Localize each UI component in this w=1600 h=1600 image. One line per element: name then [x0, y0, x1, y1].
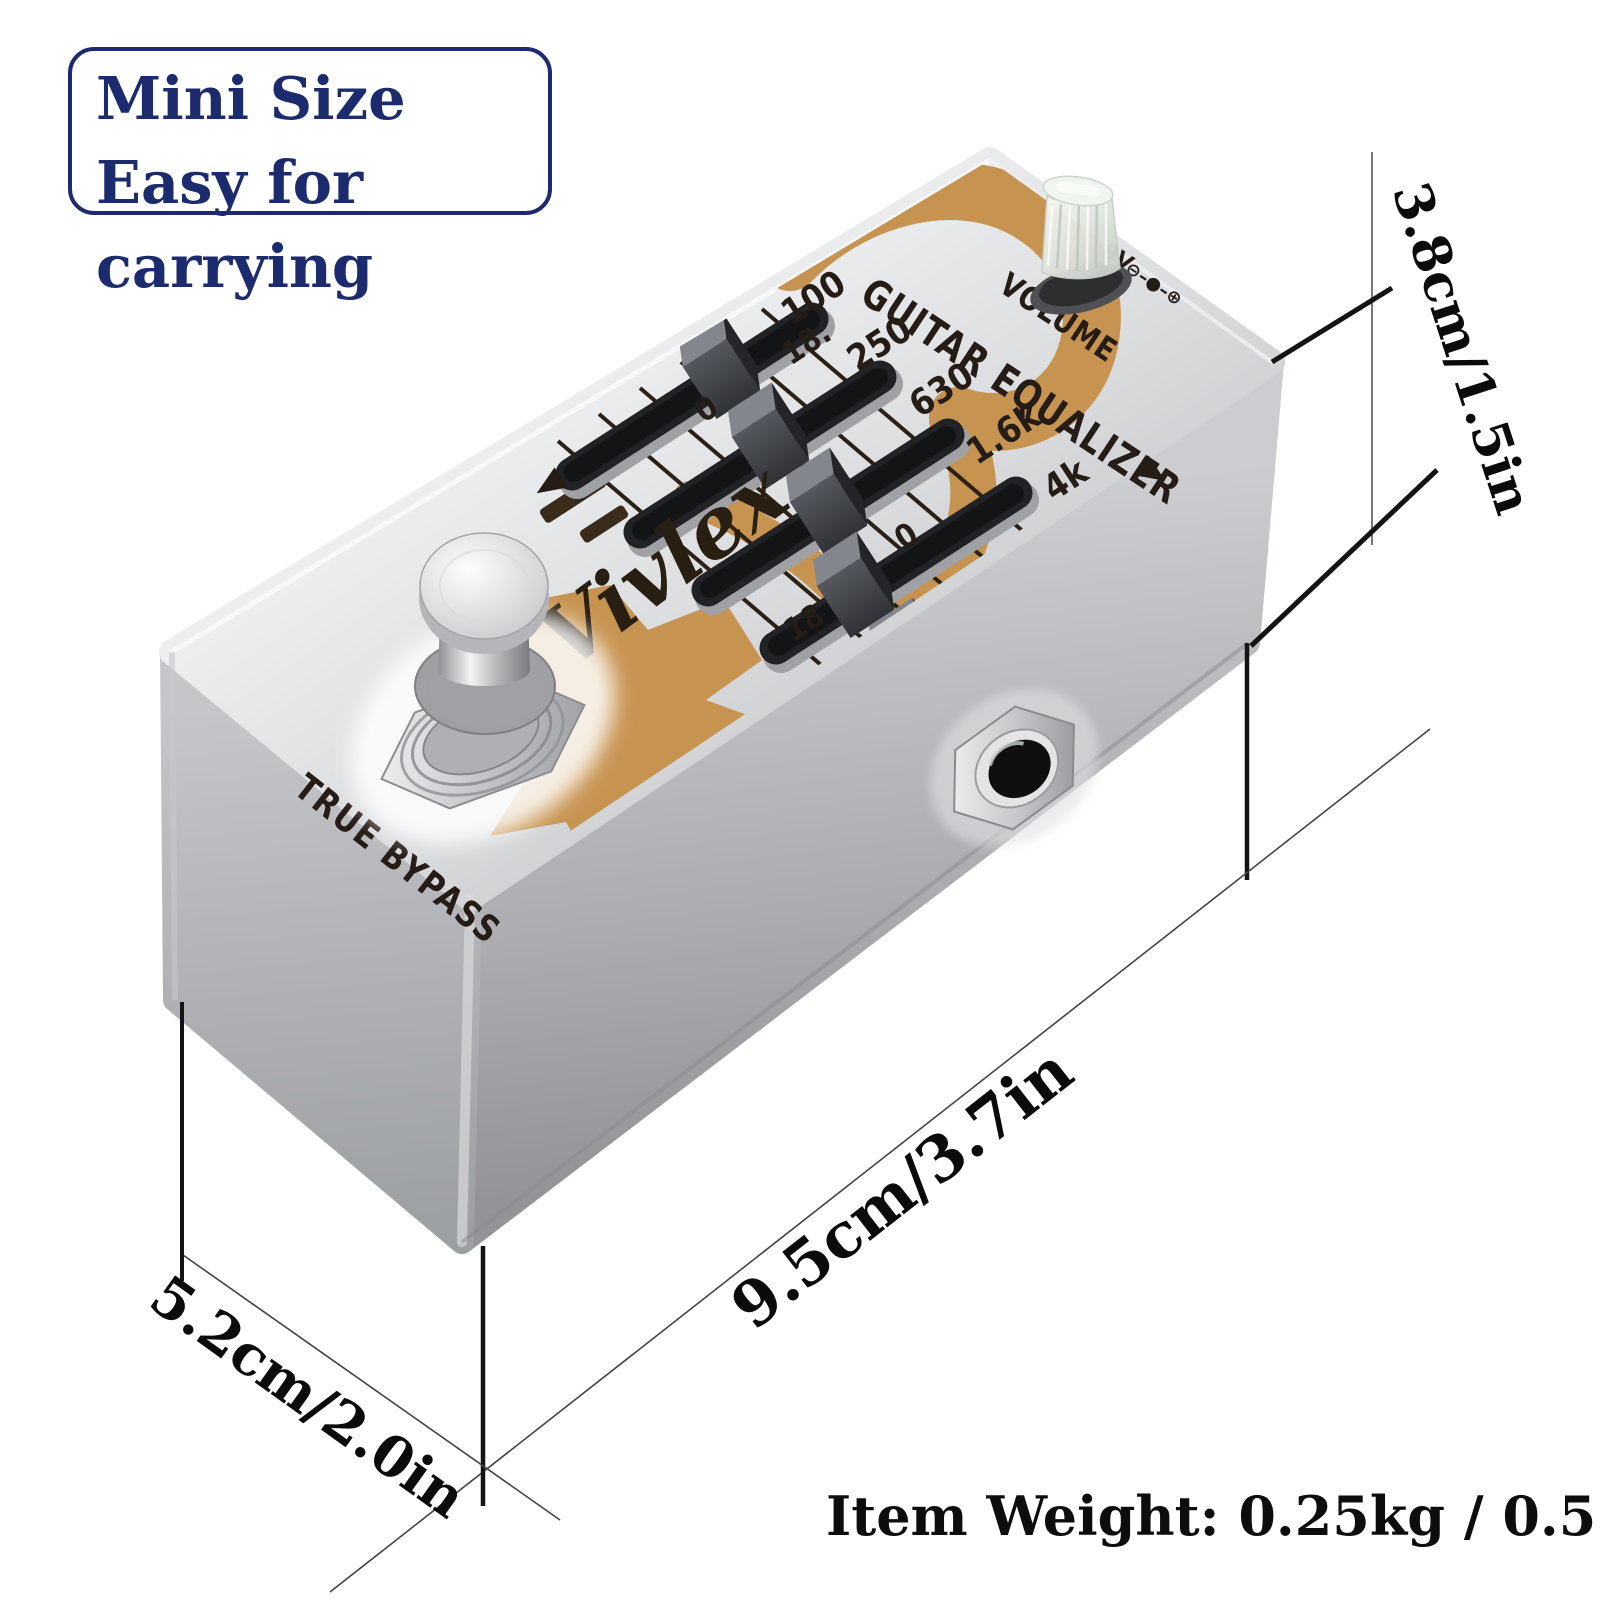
badge-line-1: Mini Size [96, 64, 406, 133]
eq-slider-cap [679, 312, 761, 419]
item-weight-note: Item Weight: 0.25kg / 0.55lb [826, 1484, 1600, 1548]
volume-knob [1030, 175, 1132, 315]
knob-flutes [1046, 194, 1108, 272]
height-leader-bottom [1249, 468, 1439, 648]
item-weight-label: Item Weight: [826, 1484, 1220, 1548]
width-dimension-line [182, 1254, 561, 1521]
eq-slider-cap [813, 531, 895, 638]
knob-top-highlight [1056, 181, 1101, 197]
edge-left [169, 651, 178, 1001]
footswitch-cap-top [419, 532, 549, 640]
item-weight-value: 0.25kg / 0.55lb [1238, 1484, 1600, 1548]
arrow-left-icon [536, 467, 568, 494]
output-jack [929, 689, 1099, 847]
footswitch [351, 532, 615, 845]
eq-slider-cap [786, 447, 868, 554]
dimension-lines [180, 152, 1439, 1593]
size-badge: Mini Size Easy for carrying [68, 47, 552, 301]
eq-slider-cap [728, 382, 810, 489]
edge-corner-roll [457, 893, 475, 1247]
arrow-right-icon [1135, 455, 1166, 481]
badge-line-2: Easy for carrying [96, 147, 374, 301]
length-dimension-line [329, 728, 1431, 1593]
jack-hole [988, 739, 1051, 799]
height-leader-top [1270, 285, 1394, 365]
jack-highlight [988, 741, 1025, 767]
footswitch-cap-ring [439, 549, 529, 623]
edge-bottom [460, 641, 1250, 1244]
